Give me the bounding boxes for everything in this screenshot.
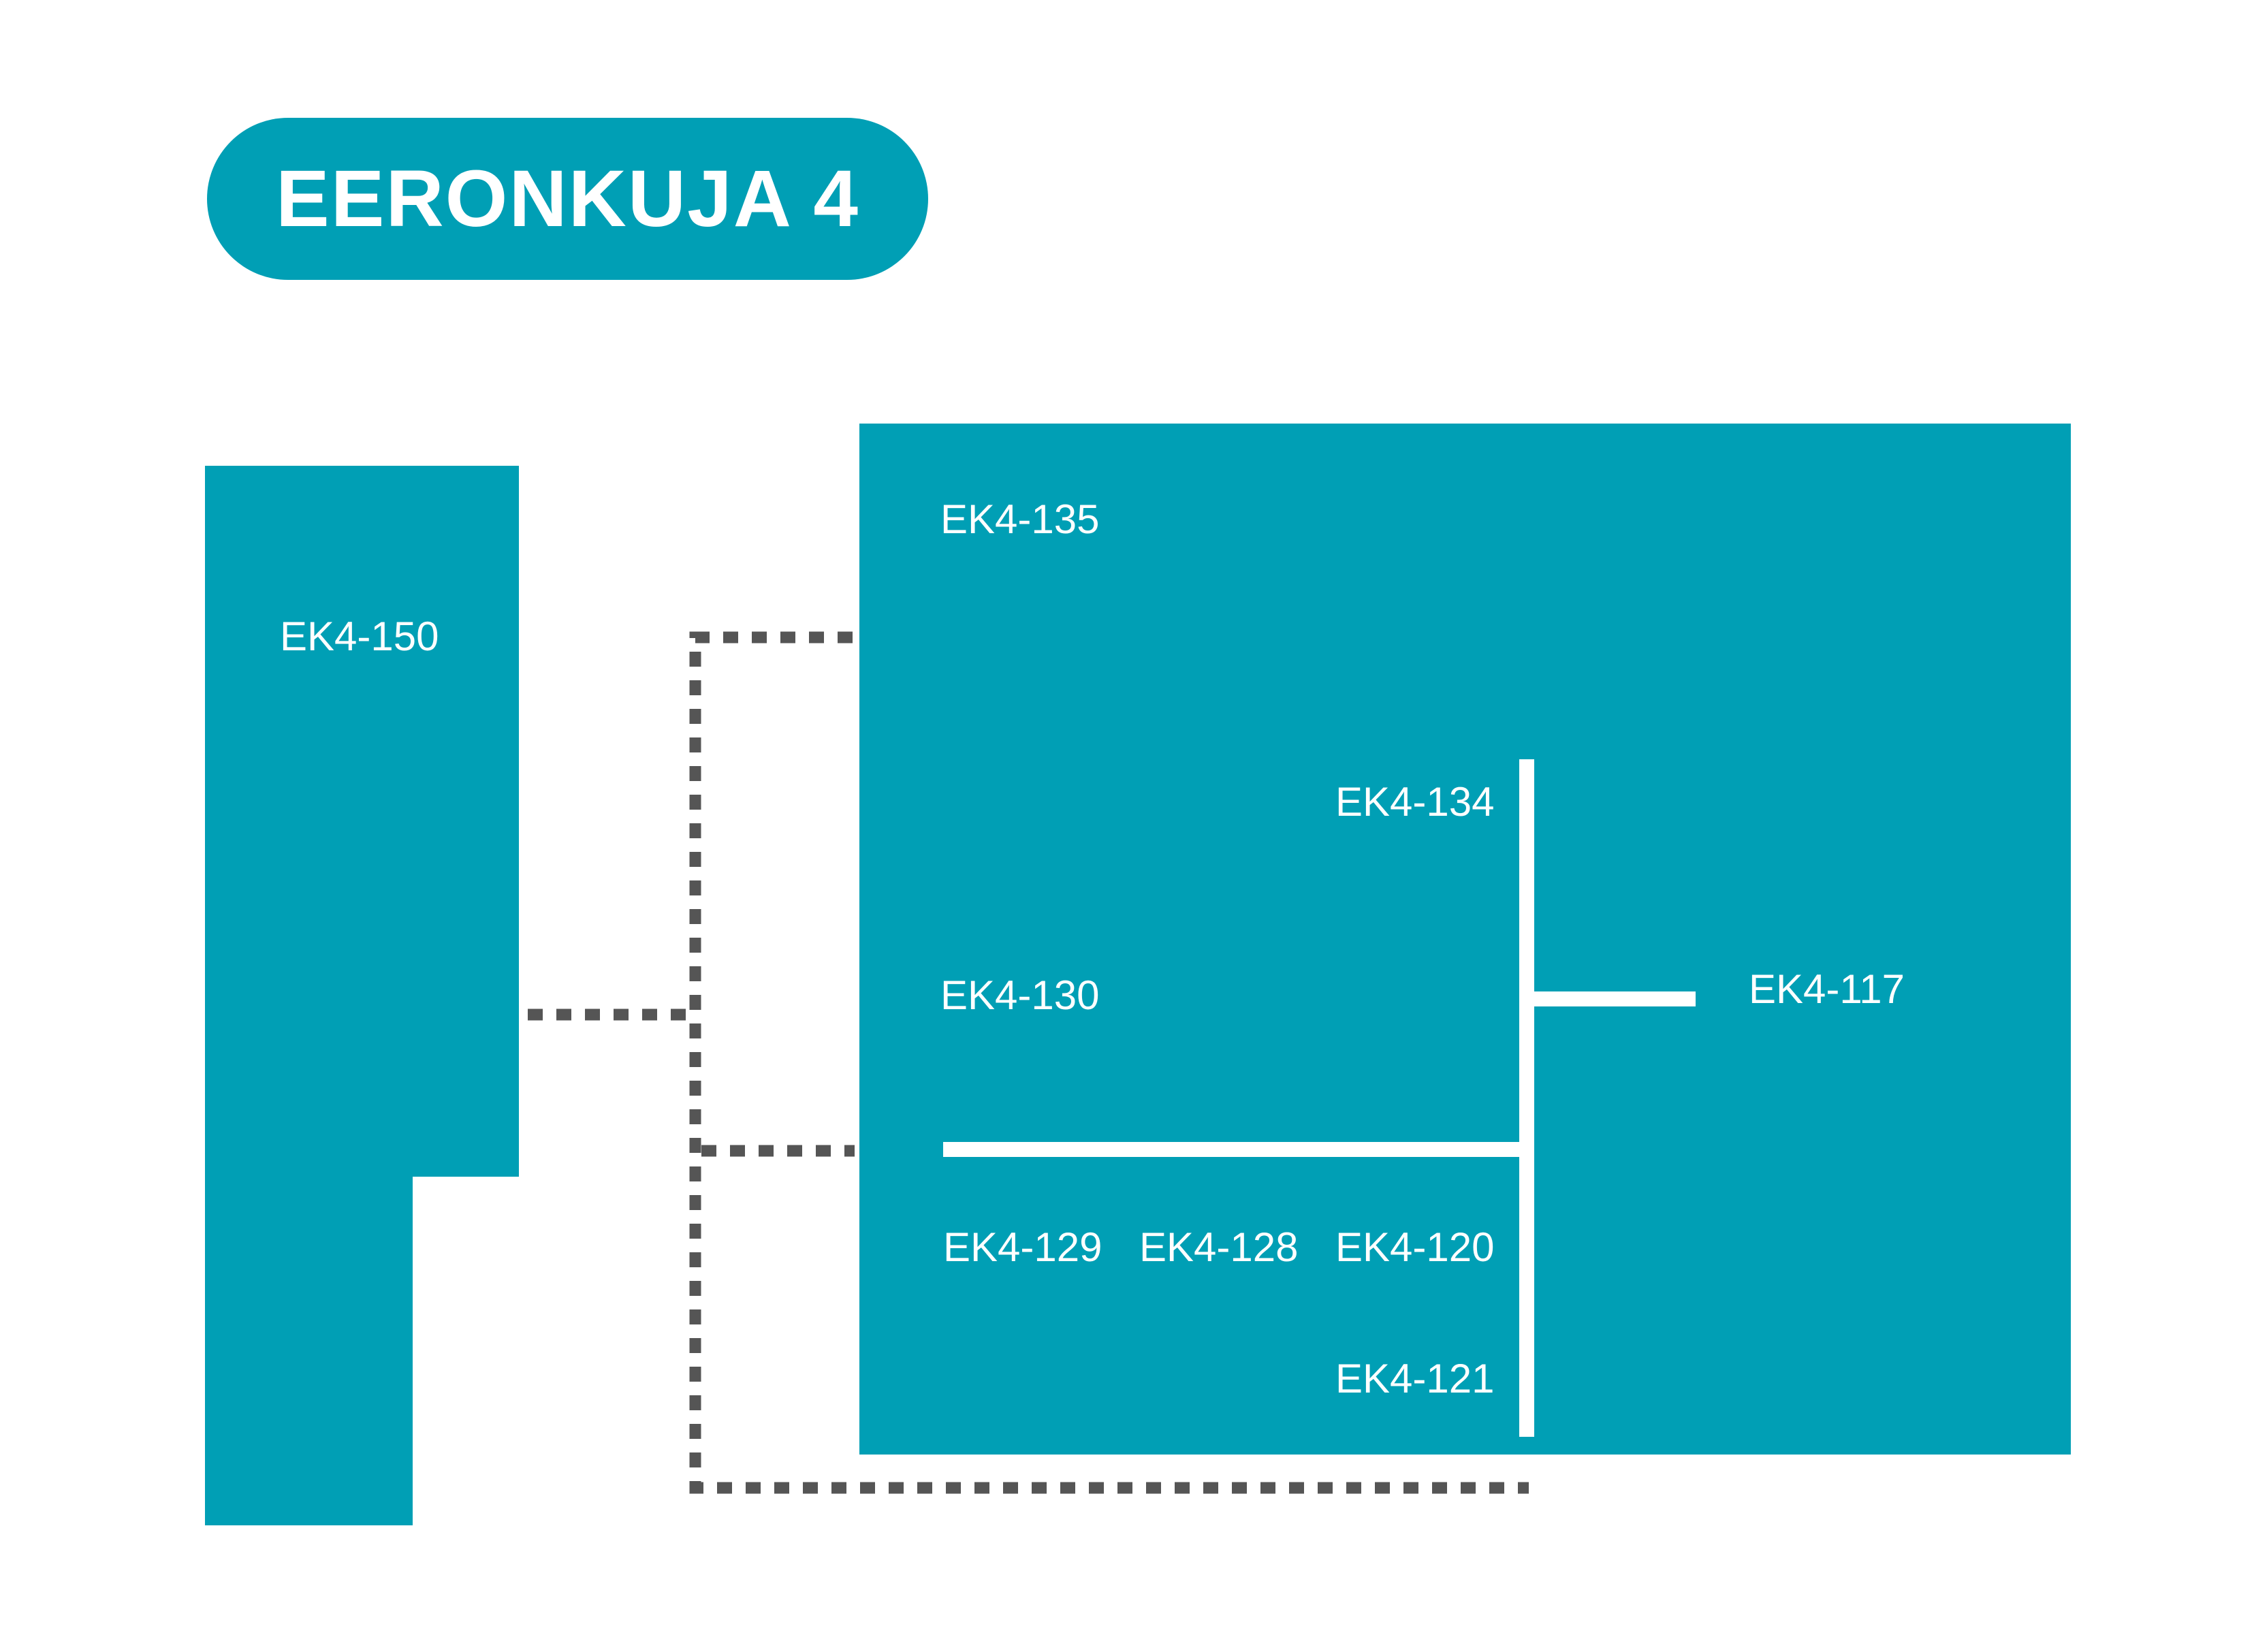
walkway-paths [528,631,1529,1494]
room-label-ek4-120: EK4-120 [1335,1224,1495,1270]
walkway-outer [689,631,1529,1494]
room-label-ek4-150: EK4-150 [280,614,439,659]
room-label-ek4-129: EK4-129 [943,1224,1102,1270]
title-pill: EERONKUJA 4 [207,118,928,280]
room-label-ek4-128: EK4-128 [1139,1224,1299,1270]
building-left-lower [205,1171,413,1525]
room-label-ek4-134: EK4-134 [1335,779,1495,825]
room-label-ek4-135: EK4-135 [940,496,1100,542]
page-title: EERONKUJA 4 [276,154,859,244]
room-label-ek4-117: EK4-117 [1749,966,1905,1012]
room-label-ek4-130: EK4-130 [940,972,1100,1018]
building-right [859,424,2071,1455]
room-label-ek4-121: EK4-121 [1335,1356,1495,1401]
corridors [943,759,1696,1437]
building-left-upper [205,466,519,1177]
